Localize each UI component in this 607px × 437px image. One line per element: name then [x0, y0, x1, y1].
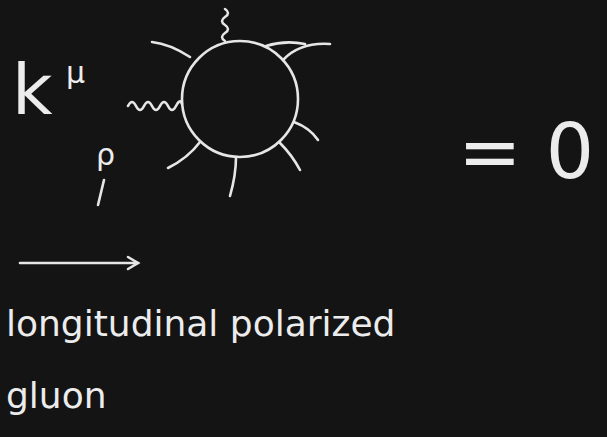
gluon-line	[222, 9, 228, 41]
external-leg	[230, 157, 236, 196]
external-leg	[280, 143, 300, 170]
external-leg	[294, 122, 318, 140]
math-symbol: k	[12, 52, 53, 129]
blob-circle	[182, 41, 298, 157]
note-text: longitudinal polarized gluon	[6, 288, 426, 432]
external-leg	[266, 42, 305, 46]
external-leg	[152, 42, 190, 57]
gluon-line	[128, 101, 182, 110]
momentum-arrow	[20, 262, 138, 265]
external-leg	[283, 44, 330, 60]
arrow-head	[128, 257, 138, 269]
chalk-stroke	[98, 180, 104, 205]
math-symbol: μ	[66, 56, 85, 89]
math-symbol: ρ	[96, 138, 115, 171]
math-symbol: = 0	[458, 110, 594, 194]
external-leg	[168, 142, 200, 168]
